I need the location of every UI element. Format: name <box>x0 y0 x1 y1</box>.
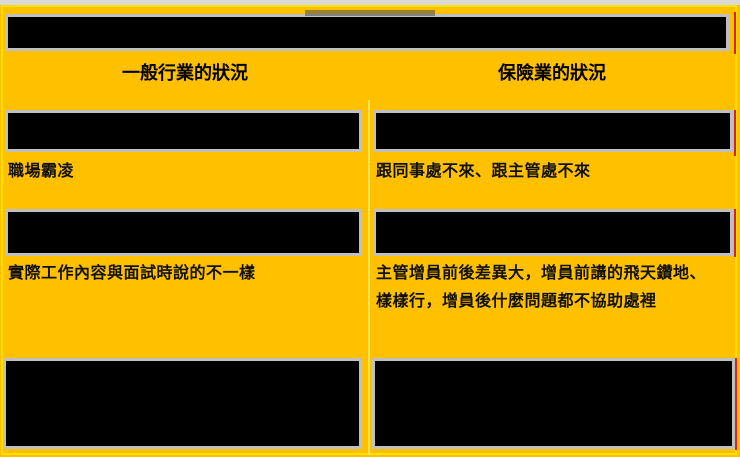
edge-artifact <box>734 110 736 156</box>
redacted-cell-r3-general <box>3 358 362 449</box>
column-divider <box>368 100 370 455</box>
cell-r2-general: 實際工作內容與面試時說的不一樣 <box>8 263 256 282</box>
redacted-title <box>5 14 729 51</box>
edge-artifact <box>735 358 737 450</box>
redacted-cell-r1-insurance <box>373 110 733 152</box>
redacted-cell-r3-insurance <box>372 358 735 449</box>
cell-r1-insurance: 跟同事處不來、跟主管處不來 <box>376 161 591 180</box>
redacted-cell-r2-insurance <box>373 209 733 256</box>
cell-r2-insurance: 主管增員前後差異大，增員前講的飛天鑽地、樣樣行，增員後什麼問題都不協助處裡 <box>376 263 707 310</box>
column-header-insurance: 保險業的狀況 <box>498 63 606 84</box>
title-remnant <box>305 10 435 16</box>
column-header-general: 一般行業的狀況 <box>122 63 248 84</box>
redacted-cell-r1-general <box>5 110 362 152</box>
cell-r1-general: 職場霸凌 <box>8 161 75 180</box>
top-strip <box>0 0 740 5</box>
edge-artifact <box>734 209 736 257</box>
redacted-cell-r2-general <box>5 209 362 256</box>
edge-artifact <box>734 12 736 54</box>
